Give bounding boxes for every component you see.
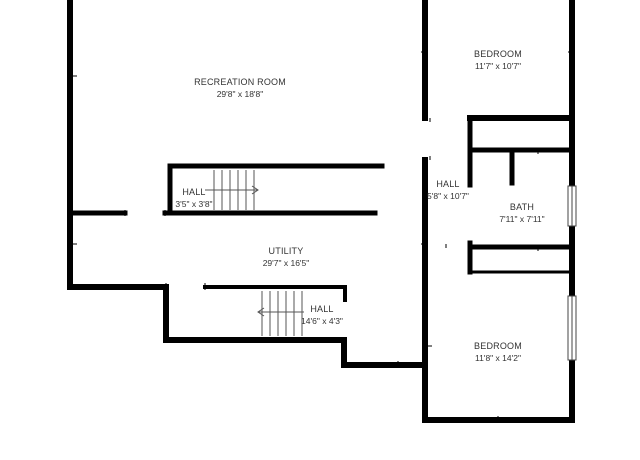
- room-name: BEDROOM: [474, 341, 522, 351]
- room-hall-center: HALL 5'8" x 10'7": [420, 178, 476, 202]
- windows: [567, 185, 577, 361]
- room-dimensions: 14'6" x 4'3": [301, 316, 343, 326]
- room-bedroom-upper: BEDROOM 11'7" x 10'7": [456, 48, 540, 72]
- room-hall-stair-lower: HALL 14'6" x 4'3": [294, 303, 350, 327]
- room-name: HALL: [436, 179, 460, 189]
- room-name: BATH: [509, 202, 535, 212]
- room-hall-stair-upper: HALL 3'5" x 3'8": [170, 186, 218, 210]
- room-recreation-room: RECREATION ROOM 29'8" x 18'8": [190, 76, 290, 100]
- room-utility: UTILITY 29'7" x 16'5": [246, 245, 326, 269]
- stair-arrow-head: [257, 307, 265, 317]
- room-name: HALL: [182, 187, 206, 197]
- stair-arrow-head: [251, 185, 259, 195]
- room-dimensions: 29'7" x 16'5": [262, 258, 310, 268]
- room-dimensions: 5'8" x 10'7": [427, 191, 469, 201]
- room-dimensions: 29'8" x 18'8": [216, 89, 264, 99]
- room-bedroom-lower: BEDROOM 11'8" x 14'2": [456, 340, 540, 364]
- door-openings: [124, 118, 431, 290]
- room-dimensions: 7'11" x 7'11": [499, 214, 545, 224]
- room-dimensions: 11'7" x 10'7": [475, 61, 521, 71]
- room-dimensions: 11'8" x 14'2": [475, 353, 521, 363]
- stairs-upper: [205, 170, 259, 210]
- stairs-lower: [257, 291, 304, 336]
- room-name: RECREATION ROOM: [194, 77, 286, 87]
- room-dimensions: 3'5" x 3'8": [175, 199, 213, 209]
- room-bath: BATH 7'11" x 7'11": [491, 201, 553, 225]
- room-name: BEDROOM: [474, 49, 522, 59]
- wall-ticks: [73, 51, 572, 420]
- room-name: HALL: [310, 304, 334, 314]
- room-name: UTILITY: [268, 246, 304, 256]
